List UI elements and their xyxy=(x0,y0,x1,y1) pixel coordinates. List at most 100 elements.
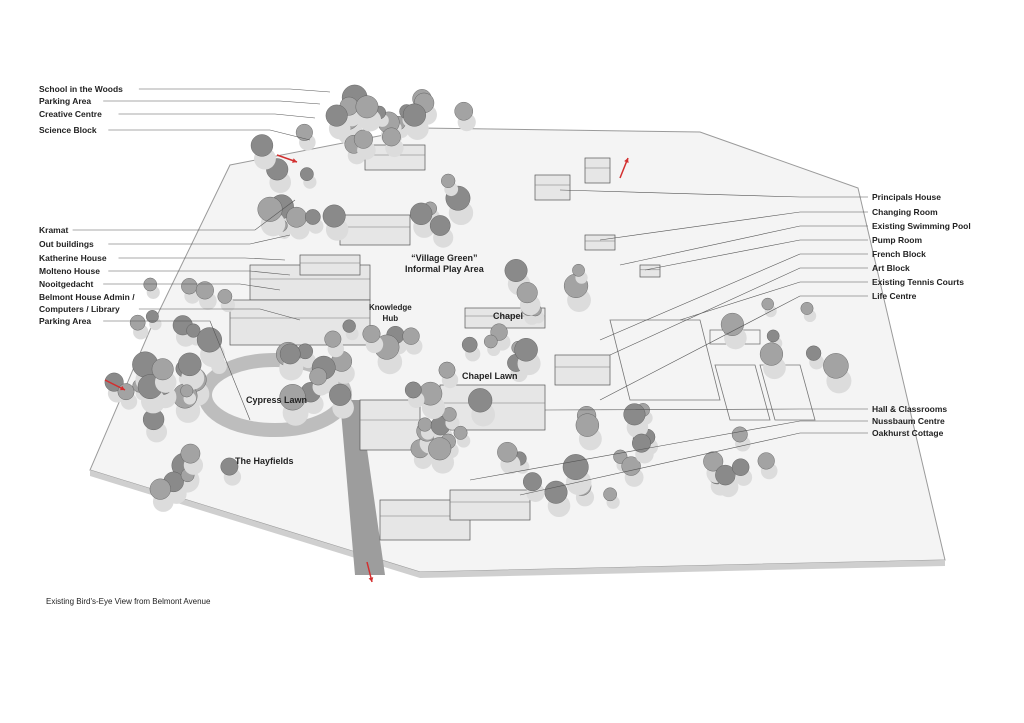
leader-line xyxy=(118,257,286,261)
tree xyxy=(300,167,314,181)
arrow-icon xyxy=(104,379,126,391)
tree xyxy=(180,384,194,398)
building xyxy=(554,354,611,386)
tree xyxy=(145,310,159,323)
leader-lines xyxy=(72,88,868,496)
belmont-avenue-road xyxy=(340,400,385,575)
left-label: Molteno House xyxy=(39,266,100,276)
leader-line xyxy=(138,308,301,321)
tree xyxy=(322,204,346,228)
tree xyxy=(429,215,451,236)
leader-line xyxy=(619,225,868,266)
leader-line xyxy=(118,113,316,119)
left-label: Science Block xyxy=(39,125,97,135)
building xyxy=(359,399,421,451)
tree xyxy=(180,443,201,464)
left-label: Computers / Library xyxy=(39,304,120,314)
left-label: School in the Woods xyxy=(39,84,123,94)
tree xyxy=(404,381,422,399)
direction-arrows xyxy=(104,154,629,583)
village-green-label: “Village Green”Informal Play Area xyxy=(405,253,484,275)
tree xyxy=(195,281,214,300)
tree xyxy=(603,487,617,502)
right-label: Existing Swimming Pool xyxy=(872,221,971,231)
building xyxy=(339,214,411,246)
tree xyxy=(178,352,202,377)
leader-line xyxy=(559,189,868,198)
tree xyxy=(286,206,307,228)
leader-line xyxy=(138,88,331,93)
tree xyxy=(623,403,646,426)
tree xyxy=(417,417,432,432)
right-label: Changing Room xyxy=(872,207,938,217)
cypress-lawn-label: Cypress Lawn xyxy=(246,395,308,405)
leader-line xyxy=(544,408,868,411)
building xyxy=(449,489,531,521)
leader-line xyxy=(103,100,321,105)
tree xyxy=(632,433,651,453)
tree xyxy=(703,451,724,472)
tree xyxy=(823,353,849,379)
building xyxy=(299,254,361,276)
tree xyxy=(362,324,381,343)
leader-line xyxy=(609,267,868,356)
left-label: Out buildings xyxy=(39,239,94,249)
leader-line xyxy=(103,320,251,421)
tree xyxy=(309,367,328,386)
tree xyxy=(353,129,373,149)
hayfields-label: The Hayfields xyxy=(235,456,294,466)
leader-line xyxy=(108,234,291,245)
leader-line xyxy=(72,199,296,231)
left-label: Katherine House xyxy=(39,253,107,263)
tree xyxy=(497,442,518,463)
right-label: Pump Room xyxy=(872,235,923,245)
left-label: Nooitgedacht xyxy=(39,279,94,289)
right-label: Oakhurst Cottage xyxy=(872,428,944,438)
tree xyxy=(410,202,433,225)
tree xyxy=(572,263,585,277)
tree xyxy=(731,458,750,476)
arrow-icon xyxy=(366,561,374,583)
right-label: Nussbaum Centre xyxy=(872,416,945,426)
left-label: Parking Area xyxy=(39,316,92,326)
knowledge-hub-line2: Hub xyxy=(382,314,399,323)
tree xyxy=(181,278,198,295)
tree xyxy=(562,454,589,480)
leader-line xyxy=(469,420,868,481)
tree xyxy=(257,196,283,222)
tree xyxy=(715,464,736,486)
tree xyxy=(504,259,528,282)
tree xyxy=(428,437,452,461)
building xyxy=(534,174,571,201)
tree xyxy=(731,426,748,443)
tree xyxy=(149,478,171,500)
tree xyxy=(438,361,456,379)
chapel-lawn-label: Chapel Lawn xyxy=(462,371,518,381)
building xyxy=(639,264,661,278)
tree xyxy=(129,314,146,331)
knowledge-hub-line1: Knowledge xyxy=(369,303,412,312)
building xyxy=(584,234,616,251)
tree xyxy=(196,327,222,353)
tree xyxy=(250,134,274,157)
tree xyxy=(279,384,306,411)
tree xyxy=(402,103,426,127)
tree xyxy=(295,123,313,141)
tree xyxy=(757,452,775,470)
right-label: French Block xyxy=(872,249,926,259)
tree xyxy=(805,345,822,361)
tree xyxy=(761,297,774,311)
village-green-subtitle: Informal Play Area xyxy=(405,264,484,274)
left-label: Creative Centre xyxy=(39,109,102,119)
tree xyxy=(325,104,348,127)
leader-line xyxy=(679,281,868,321)
trees xyxy=(104,84,852,518)
tree xyxy=(461,336,478,353)
tree xyxy=(800,301,814,315)
leader-line xyxy=(644,239,868,271)
tree xyxy=(759,342,784,366)
left-label: Kramat xyxy=(39,225,69,235)
tree xyxy=(766,329,780,343)
